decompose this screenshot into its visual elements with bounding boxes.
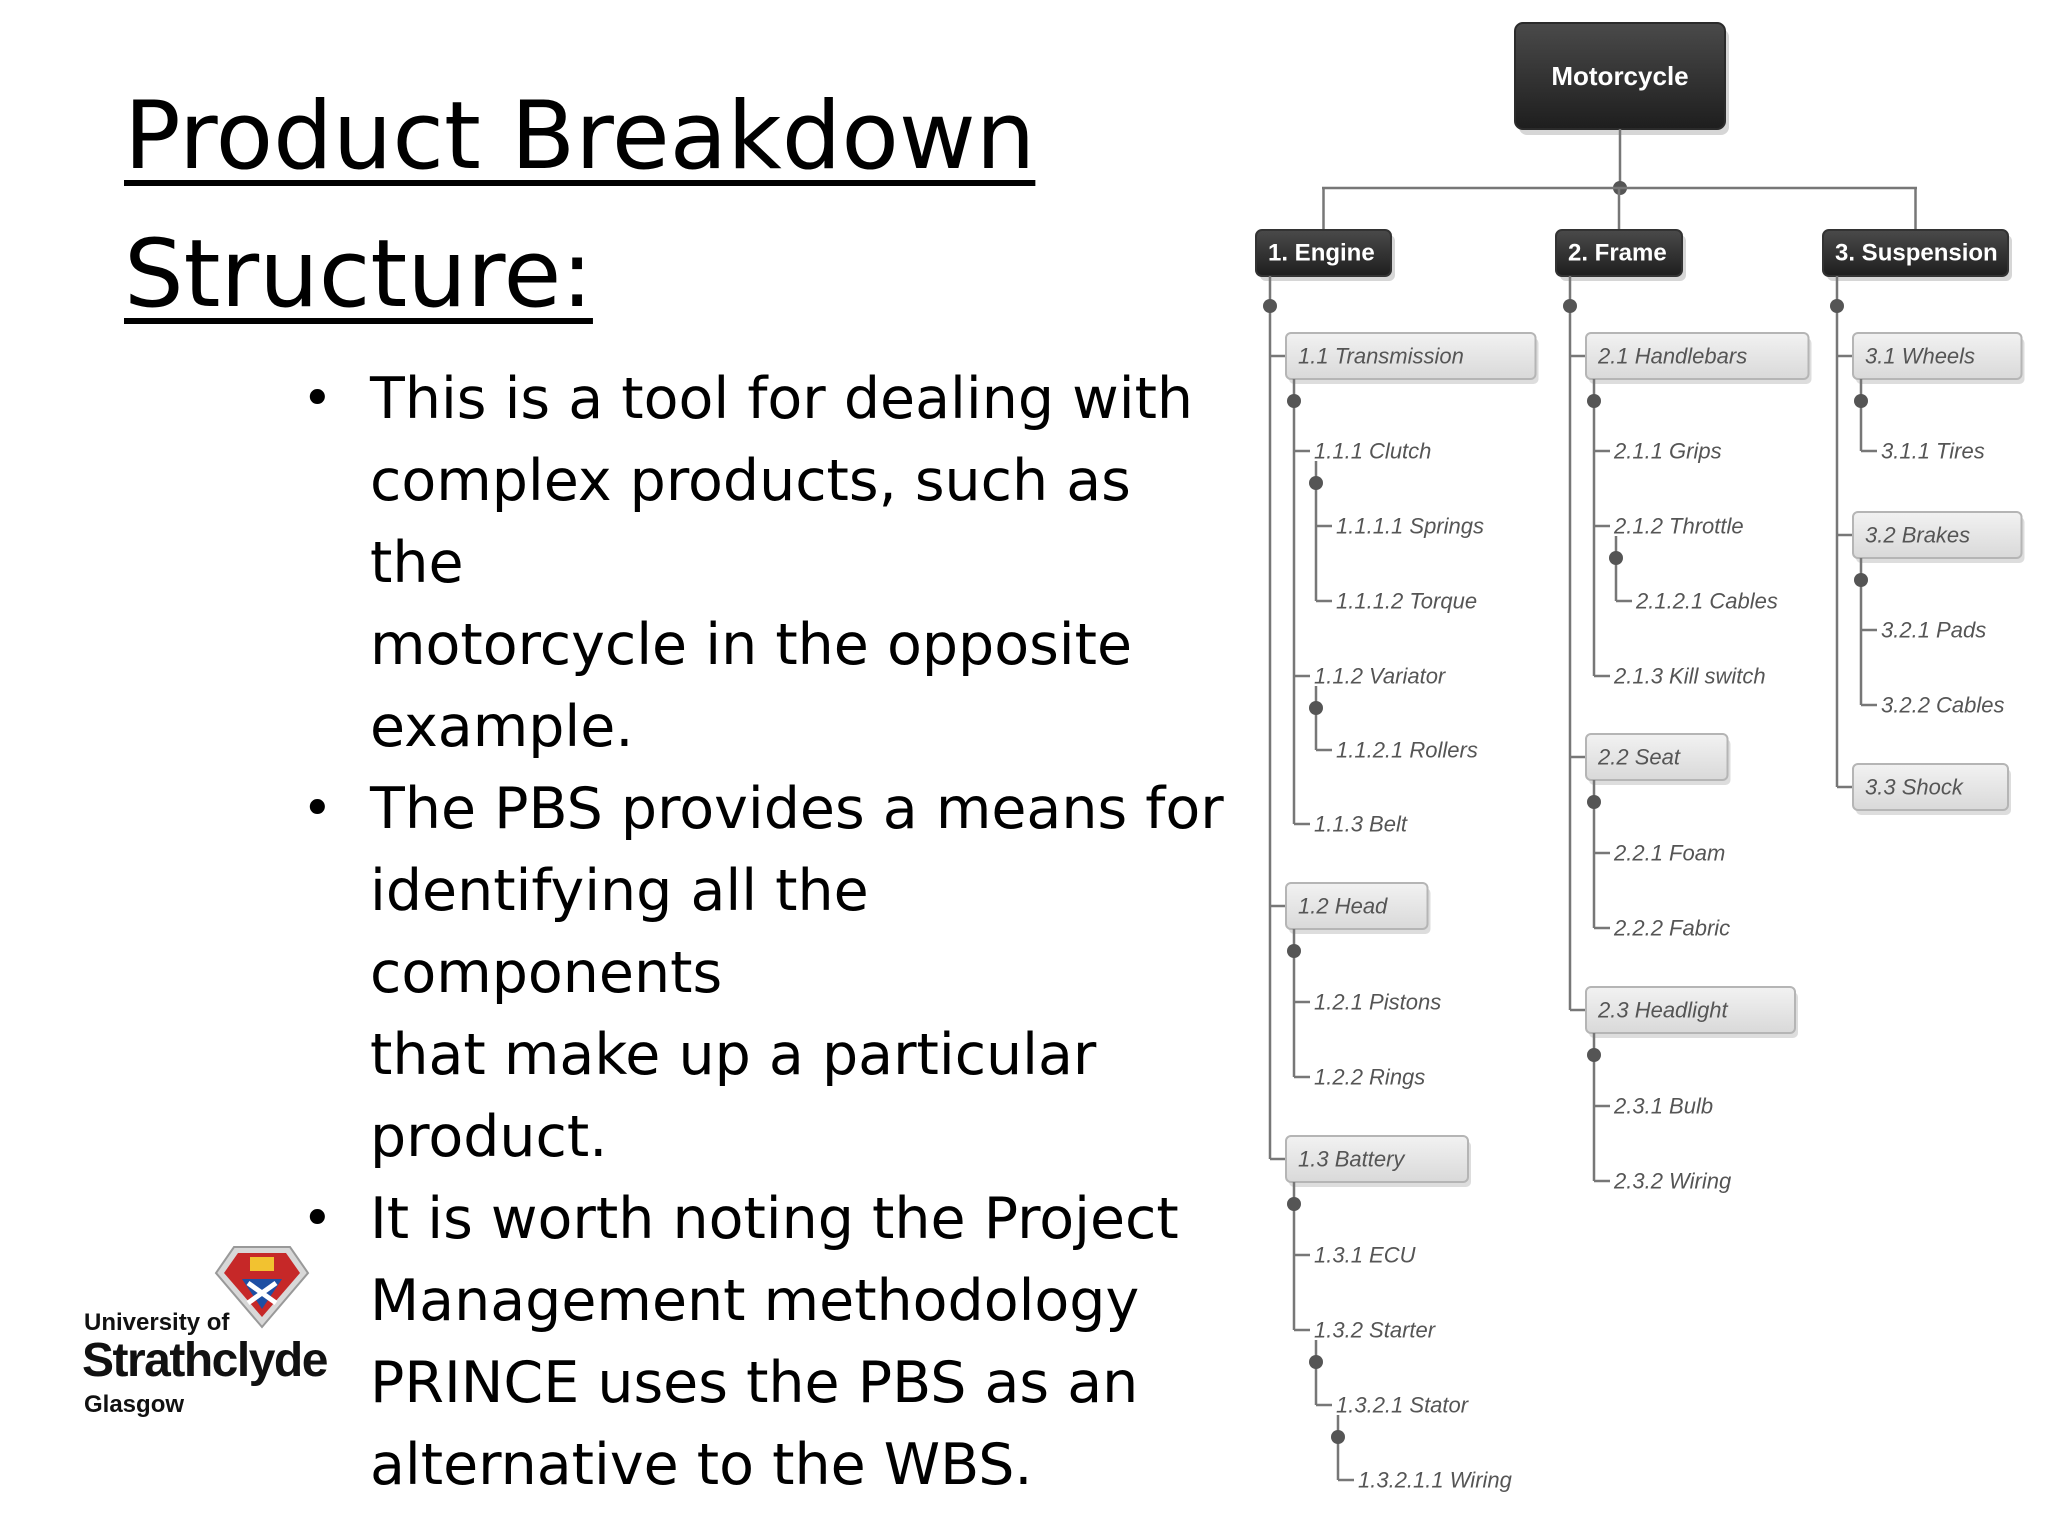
bullet-line: complex products, such as the (370, 448, 1131, 596)
university-logo: University of Strathclyde Glasgow (80, 1245, 328, 1425)
root-node-label: Motorcycle (1551, 61, 1688, 91)
connector-dot (1331, 1430, 1345, 1444)
slide-title-line-1: Product Breakdown (124, 82, 1036, 191)
leaf-node-2-1-2-throttle: 2.1.2 Throttle (1613, 514, 1744, 539)
connector-dot (1830, 299, 1844, 313)
connector-dot (1587, 1048, 1601, 1062)
connector-dot (1563, 299, 1577, 313)
bullet-line: identifying all the components (370, 858, 869, 1006)
leaf-node-3-2-2-cables: 3.2.2 Cables (1881, 693, 2005, 718)
bullet-line: PRINCE uses the PBS as an (370, 1350, 1139, 1416)
leaf-node-1-3-1-ecu: 1.3.1 ECU (1314, 1243, 1416, 1268)
box-node-1-1-transmission (1285, 332, 1537, 380)
box-node-label: 2.1 Handlebars (1597, 344, 1747, 369)
connector-dot (1854, 573, 1868, 587)
bullet-marker: • (302, 369, 333, 429)
bullet-line: product. (370, 1104, 608, 1170)
leaf-node-1-1-1-clutch: 1.1.1 Clutch (1314, 439, 1431, 464)
level1-node-3-suspension (1822, 229, 2009, 277)
box-node-label: 2.3 Headlight (1597, 998, 1729, 1023)
bullet-line: Management methodology (370, 1268, 1140, 1334)
bullet-marker: • (302, 1189, 333, 1249)
leaf-node-2-1-2-1-cables: 2.1.2.1 Cables (1635, 589, 1778, 614)
university-crest-icon (214, 1246, 310, 1329)
leaf-node-1-2-1-pistons: 1.2.1 Pistons (1314, 990, 1441, 1015)
bullet-line: The PBS provides a means for (370, 776, 1224, 842)
bullet-item: • This is a tool for dealing with comple… (300, 358, 1230, 768)
bullet-line: example. (370, 694, 634, 760)
box-node-1-2-head (1285, 882, 1429, 930)
leaf-node-2-2-2-fabric: 2.2.2 Fabric (1613, 916, 1730, 941)
box-node-1-3-battery (1285, 1135, 1469, 1183)
box-node-2-2-seat (1585, 733, 1729, 781)
leaf-node-1-1-1-1-springs: 1.1.1.1 Springs (1336, 514, 1484, 539)
box-node-label: 2.2 Seat (1597, 745, 1681, 770)
box-node-label: 3.3 Shock (1865, 775, 1964, 800)
level1-node-label: 2. Frame (1568, 240, 1667, 267)
box-node-label: 3.2 Brakes (1865, 523, 1970, 548)
bullet-list: • This is a tool for dealing with comple… (300, 358, 1230, 1506)
leaf-node-3-1-1-tires: 3.1.1 Tires (1881, 439, 1985, 464)
leaf-node-1-1-1-2-torque: 1.1.1.2 Torque (1336, 589, 1477, 614)
leaf-node-1-3-2-starter: 1.3.2 Starter (1314, 1318, 1437, 1343)
level1-node-2-frame (1555, 229, 1683, 277)
leaf-node-2-1-1-grips: 2.1.1 Grips (1613, 439, 1722, 464)
leaf-node-1-3-2-1-stator: 1.3.2.1 Stator (1336, 1393, 1470, 1418)
logo-line-1: University of (84, 1309, 230, 1336)
bullet-line: This is a tool for dealing with (370, 366, 1194, 432)
level1-node-1-engine (1255, 229, 1392, 277)
bullet-line: that make up a particular (370, 1022, 1097, 1088)
connector-dot (1287, 1197, 1301, 1211)
connector-dot (1287, 944, 1301, 958)
bullet-line: alternative to the WBS. (370, 1432, 1033, 1498)
box-node-label: 1.2 Head (1298, 894, 1388, 919)
bullet-line: It is worth noting the Project (370, 1186, 1179, 1252)
connector-dot (1309, 476, 1323, 490)
bullet-marker: • (302, 779, 333, 839)
leaf-node-2-2-1-foam: 2.2.1 Foam (1613, 841, 1725, 866)
leaf-node-1-1-2-1-rollers: 1.1.2.1 Rollers (1336, 738, 1478, 763)
box-node-3-2-brakes (1852, 511, 2023, 559)
slide-title: Product Breakdown Structure: (124, 68, 1124, 344)
connector-dot (1309, 1355, 1323, 1369)
logo-line-3: Glasgow (84, 1391, 185, 1418)
slide-title-line-2: Structure: (124, 220, 593, 329)
box-node-2-3-headlight (1585, 986, 1796, 1034)
connector-dot (1287, 394, 1301, 408)
connector-dot (1309, 701, 1323, 715)
leaf-node-2-3-2-wiring: 2.3.2 Wiring (1613, 1169, 1732, 1194)
leaf-node-1-3-2-1-1-wiring: 1.3.2.1.1 Wiring (1358, 1468, 1513, 1493)
level1-node-label: 3. Suspension (1835, 240, 1998, 267)
box-node-2-1-handlebars (1585, 332, 1810, 380)
logo-line-2: Strathclyde (82, 1334, 328, 1387)
connector-dot (1587, 795, 1601, 809)
connector-dot (1587, 394, 1601, 408)
box-node-3-3-shock (1852, 763, 2009, 811)
leaf-node-1-2-2-rings: 1.2.2 Rings (1314, 1065, 1425, 1090)
box-node-3-1-wheels (1852, 332, 2023, 380)
leaf-node-2-1-3-kill-switch: 2.1.3 Kill switch (1613, 664, 1766, 689)
leaf-node-1-1-3-belt: 1.1.3 Belt (1314, 812, 1408, 837)
bullet-line: motorcycle in the opposite (370, 612, 1133, 678)
level1-node-label: 1. Engine (1268, 240, 1375, 267)
leaf-node-3-2-1-pads: 3.2.1 Pads (1881, 618, 1986, 643)
box-node-label: 3.1 Wheels (1865, 344, 1975, 369)
connector-dot (1609, 551, 1623, 565)
connector-dot (1263, 299, 1277, 313)
box-node-label: 1.1 Transmission (1298, 344, 1464, 369)
leaf-node-1-1-2-variator: 1.1.2 Variator (1314, 664, 1447, 689)
connector-dot (1854, 394, 1868, 408)
box-node-label: 1.3 Battery (1298, 1147, 1406, 1172)
bullet-item: • It is worth noting the Project Managem… (300, 1178, 1230, 1506)
leaf-node-2-3-1-bulb: 2.3.1 Bulb (1613, 1094, 1713, 1119)
bullet-item: • The PBS provides a means for identifyi… (300, 768, 1230, 1178)
